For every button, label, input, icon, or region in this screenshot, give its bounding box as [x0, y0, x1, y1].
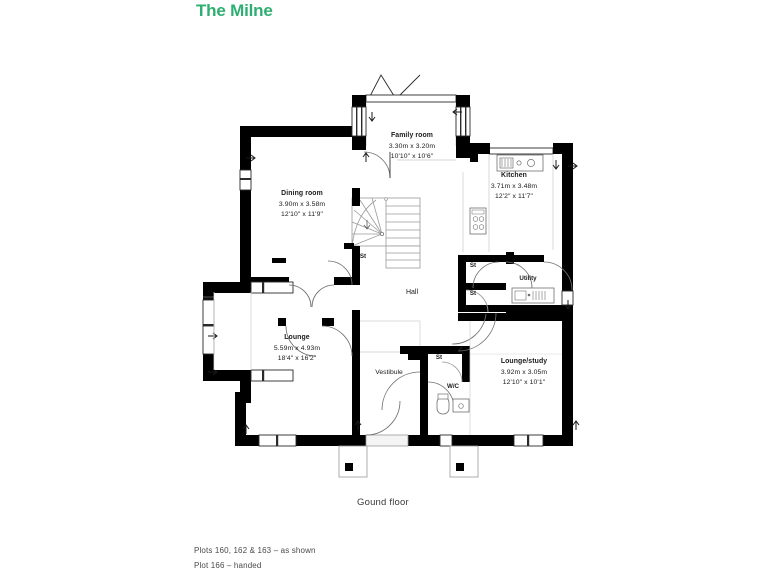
page-title: The Milne — [196, 1, 273, 20]
room-label-lounge-study: Lounge/study 3.92m x 3.05m 12'10" x 10'1… — [500, 358, 548, 386]
plot-note-handed: Plot 166 – handed — [194, 561, 262, 570]
room-label-store-stair: St — [359, 253, 367, 260]
room-label-store-hall-1: St — [469, 262, 477, 269]
room-label-dining-room: Dining room 3.90m x 3.58m 12'10" x 11'9" — [278, 190, 326, 218]
bifold-door-swing-icon — [367, 74, 421, 101]
basin-icon — [452, 398, 470, 413]
staircase — [351, 197, 421, 269]
toilet-icon — [436, 393, 450, 415]
interior-outlines — [213, 292, 562, 435]
hob-icon — [469, 207, 487, 235]
family-room-bifold-glazing — [365, 94, 457, 103]
room-label-utility: Utility — [519, 275, 537, 282]
window-openings — [202, 106, 574, 447]
room-label-kitchen: Kitchen 3.71m x 3.48m 12'2" x 11'7" — [490, 172, 538, 200]
room-label-hall: Hall — [405, 289, 419, 296]
room-label-lounge: Lounge 5.59m x 4.93m 18'4" x 16'2" — [273, 334, 321, 362]
kitchen-window-glazing — [488, 147, 554, 155]
utility-sink-icon — [511, 287, 555, 304]
room-label-store-vestibule: St — [435, 354, 443, 361]
room-label-vestibule: Vestibule — [375, 369, 403, 376]
room-label-wc: W/C — [446, 383, 460, 390]
floor-caption: Gound floor — [357, 497, 409, 508]
sink-icon — [496, 154, 544, 172]
structural-walls — [203, 95, 573, 446]
porch-canopies — [338, 445, 479, 478]
plot-notes: Plots 160, 162 & 163 – as shown Plot 166… — [194, 543, 316, 573]
room-label-family-room: Family room 3.30m x 3.20m 10'10" x 10'6" — [388, 132, 436, 160]
plot-note-as-shown: Plots 160, 162 & 163 – as shown — [194, 546, 316, 555]
room-label-store-hall-2: St — [469, 290, 477, 297]
door-swings — [285, 151, 573, 436]
fixtures — [436, 154, 555, 415]
